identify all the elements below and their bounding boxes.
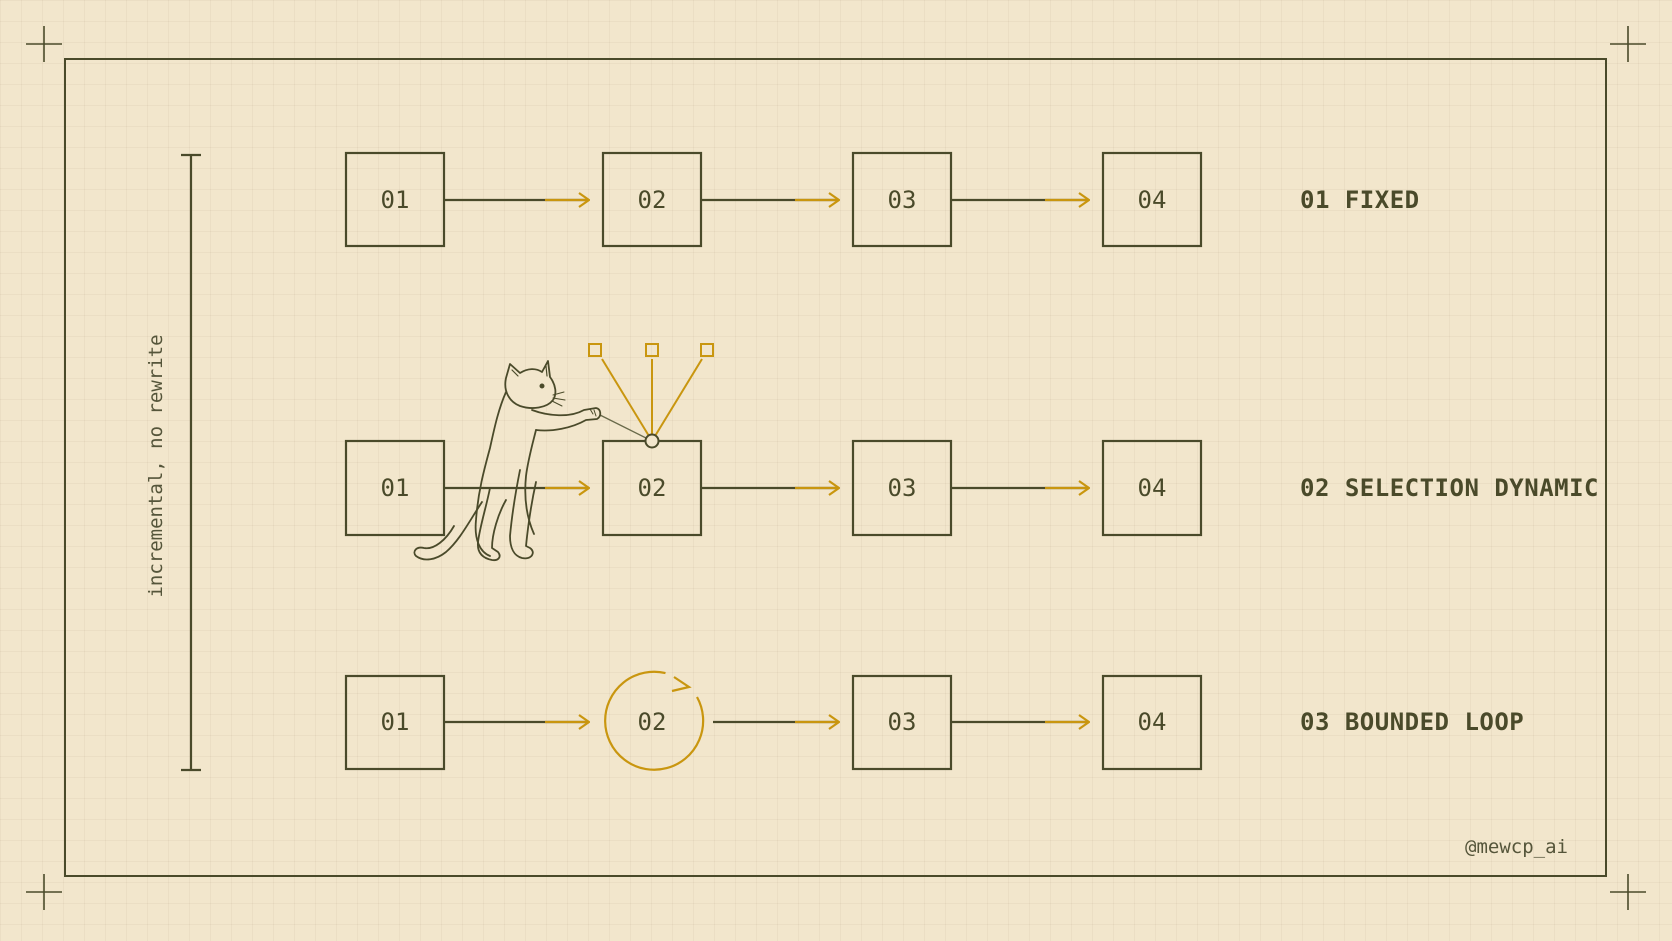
step-label: 04 <box>1138 186 1167 214</box>
step-box: 02 <box>601 151 703 248</box>
step-label: 01 <box>381 474 410 502</box>
step-label: 02 <box>638 186 667 214</box>
step-box: 01 <box>344 674 446 771</box>
step-box: 03 <box>851 439 953 537</box>
option-node <box>645 343 659 357</box>
step-label: 03 <box>888 708 917 736</box>
crosshair-icon-top-right <box>1610 26 1646 62</box>
step-box: 01 <box>344 151 446 248</box>
option-node <box>700 343 714 357</box>
step-box: 01 <box>344 439 446 537</box>
step-label: 01 <box>381 186 410 214</box>
step-label: 03 <box>888 474 917 502</box>
outer-frame <box>64 58 1607 877</box>
step-box: 02 <box>601 439 703 537</box>
side-bracket <box>181 153 201 772</box>
row-label: 03 BOUNDED LOOP <box>1300 708 1524 736</box>
loop-node: 02 <box>604 670 705 771</box>
loop-arrow-icon <box>671 676 692 693</box>
step-box: 04 <box>1101 674 1203 771</box>
step-box: 04 <box>1101 439 1203 537</box>
option-node <box>588 343 602 357</box>
crosshair-icon-bottom-left <box>26 874 62 910</box>
step-label: 04 <box>1138 474 1167 502</box>
row-label: 02 SELECTION DYNAMIC <box>1300 474 1599 502</box>
step-label: 03 <box>888 186 917 214</box>
cat-playing-icon <box>413 360 653 562</box>
step-box: 03 <box>851 674 953 771</box>
row-selection: 01 02 03 04 <box>344 343 1599 562</box>
crosshair-icon-top-left <box>26 26 62 62</box>
step-label: 02 <box>638 474 667 502</box>
side-label: incremental, no rewrite <box>145 334 167 597</box>
selector-node <box>644 433 660 449</box>
step-label: 04 <box>1138 708 1167 736</box>
step-box: 03 <box>851 151 953 248</box>
row-fixed: 01 02 03 04 01 FIXED <box>344 151 1420 248</box>
step-label: 02 <box>638 708 667 736</box>
crosshair-icon-bottom-right <box>1610 874 1646 910</box>
row-loop: 01 02 03 04 03 BOUNDED LOOP <box>344 670 1524 771</box>
step-box: 04 <box>1101 151 1203 248</box>
selection-fan <box>588 343 714 442</box>
credit-handle: @mewcp_ai <box>1465 836 1568 858</box>
row-label: 01 FIXED <box>1300 186 1420 214</box>
corner-marks <box>26 26 1646 910</box>
step-label: 01 <box>381 708 410 736</box>
